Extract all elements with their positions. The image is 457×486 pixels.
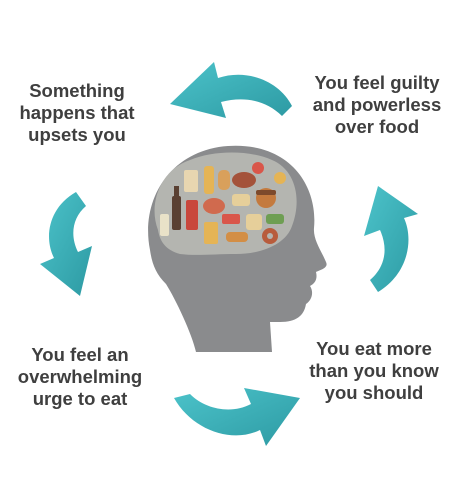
bottle-icon [172,196,181,230]
bacon-icon [222,214,240,224]
step-overeat-line-1: You eat more [316,338,432,359]
step-upset-line-3: upsets you [28,124,126,145]
step-guilt-line-2: and powerless [312,94,442,115]
step-overeat-line-3: you should [324,382,424,403]
step-urge-label: You feel an overwhelming urge to eat [0,344,160,410]
cycle-arrow-bottom-icon [174,388,300,446]
sandwich-icon [232,194,250,206]
cycle-arrow-left-icon [40,192,92,296]
tomato-icon [252,162,264,174]
step-urge-line-1: You feel an [31,344,129,365]
cycle-arrow-right-icon [364,186,418,292]
can-icon [186,200,198,230]
cookie-icon [274,172,286,184]
step-overeat-label: You eat more than you know you should [296,338,452,404]
step-guilt-line-1: You feel guilty [314,72,440,93]
salad-icon [266,214,284,224]
cycle-arrow-top-icon [170,62,292,118]
step-urge-line-2: overwhelming [17,366,143,387]
step-upset-label: Something happens that upsets you [2,80,152,146]
cake-icon [246,214,262,230]
hotdog-icon [226,232,248,242]
step-upset-line-2: happens that [19,102,135,123]
food-brain-icon [154,152,297,255]
jar-icon [218,170,230,190]
step-guilt-label: You feel guilty and powerless over food [296,72,457,138]
step-upset-line-1: Something [29,80,125,101]
milk-carton-icon [184,170,198,192]
sausage-icon [232,172,256,188]
fries-icon [204,166,214,194]
step-overeat-line-2: than you know [309,360,439,381]
steak-icon [203,198,225,214]
step-urge-line-3: urge to eat [32,388,128,409]
step-guilt-line-3: over food [334,116,420,137]
soda-icon [160,214,169,236]
cup-icon [204,222,218,244]
